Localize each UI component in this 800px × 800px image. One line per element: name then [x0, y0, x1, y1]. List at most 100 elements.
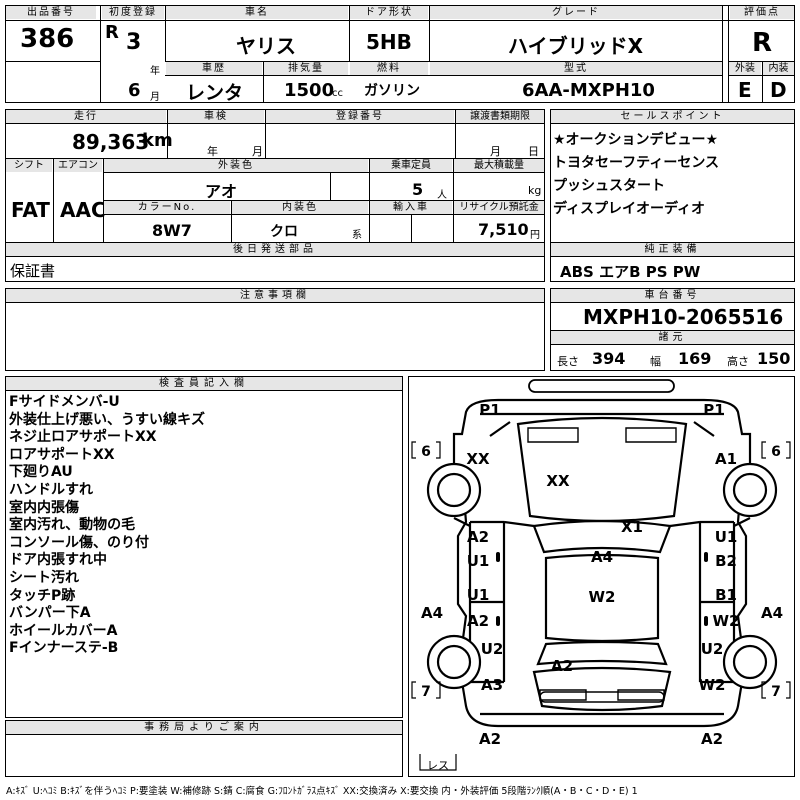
equipment: ABS エアB PS PW: [560, 263, 701, 281]
chassis-header: 車台番号: [551, 289, 794, 302]
mark-u2-right: U2: [701, 640, 724, 658]
shift-header: シフト: [6, 159, 52, 172]
int-color: クロ: [270, 224, 298, 240]
inspector-note: ドア内張すれ中: [9, 552, 107, 569]
mark-b1-right-rear: B1: [715, 586, 737, 604]
spec-header: 諸元: [551, 331, 794, 344]
length-label: 長さ: [557, 355, 579, 368]
capacity-header: 乗車定員: [370, 159, 452, 172]
inspector-notes: Fサイドメンバ-U 外装仕上げ悪い、うすい線キズ ネジ止ロアサポートXX ロアサ…: [9, 394, 205, 658]
sales-point-4: ディスプレイオーディオ: [553, 201, 706, 217]
inspector-block: [5, 376, 403, 718]
chassis-block: [550, 288, 795, 371]
inspector-note: Fサイドメンバ-U: [9, 394, 120, 410]
mark-w2-roof: W2: [589, 588, 616, 606]
history-header: 車歴: [166, 62, 262, 75]
mark-u1-left-rear: U1: [467, 586, 490, 604]
grade-header: グレード: [430, 6, 722, 19]
inspector-note: 室内内張傷: [9, 499, 79, 516]
reg-month: 6: [128, 80, 141, 101]
car-name-header: 車名: [166, 6, 348, 19]
mark-w2-rear-quarter: W2: [699, 676, 726, 694]
inspector-header: 検査員記入欄: [6, 377, 402, 390]
transfer-day-unit: 日: [528, 145, 539, 158]
score: R: [752, 28, 773, 58]
mileage: 89,363: [72, 130, 150, 154]
legend: A:ｷｽﾞ U:ﾍｺﾐ B:ｷｽﾞを伴うﾍｺﾐ P:要塗装 W:補修跡 S:錆 …: [6, 786, 638, 797]
reg-year: 3: [126, 30, 142, 55]
mileage-unit: km: [142, 130, 173, 151]
inspector-note: 下廻りAU: [9, 464, 73, 481]
mark-a4-left: A4: [421, 604, 443, 622]
inspection-month-unit: 月: [252, 145, 263, 158]
inspector-note: ホイールカバーA: [9, 622, 118, 639]
spare-tire: レス: [427, 759, 449, 772]
length: 394: [592, 349, 626, 368]
sales-point-2: トヨタセーフティーセンス: [553, 155, 720, 171]
load-unit: kg: [528, 184, 542, 197]
model: 6AA-MXPH10: [522, 80, 655, 101]
door-header: ドア形状: [350, 6, 428, 19]
mark-xx-front-left: XX: [466, 450, 490, 468]
int-color-header: 内装色: [232, 201, 368, 214]
door-type: 5HB: [366, 30, 412, 54]
capacity-unit: 人: [437, 190, 447, 201]
diagram-block: [408, 376, 795, 777]
lot-no-header: 出品番号: [6, 6, 96, 19]
caution-header: 注意事項欄: [6, 289, 544, 302]
tire-front-left: 6: [421, 444, 431, 460]
fuel: ガソリン: [364, 83, 420, 99]
mark-a2-bumper-left: A2: [479, 730, 501, 748]
capacity: 5: [412, 180, 424, 199]
sales-block: [550, 109, 795, 282]
mark-u1-left-front: U1: [467, 552, 490, 570]
ac: AAC: [60, 198, 106, 222]
mark-u1-right-front: U1: [715, 528, 738, 546]
body-color: アオ: [205, 182, 238, 201]
grade: ハイブリッドX: [508, 34, 644, 58]
mark-xx-hood: XX: [546, 472, 570, 490]
height-label: 高さ: [727, 355, 749, 368]
int-header: 内装: [763, 62, 794, 75]
top-block: [5, 5, 795, 103]
later-parts: 保証書: [10, 262, 56, 280]
office-header: 事務局よりご案内: [6, 721, 402, 734]
recycle-header: リサイクル預託金: [454, 201, 544, 214]
width-label: 幅: [650, 355, 661, 368]
inspector-note: タッチP跡: [9, 587, 76, 604]
color-no-header: カラーNo.: [104, 201, 230, 214]
mark-p1-right: P1: [703, 401, 724, 419]
inspector-note: バンパー下A: [9, 605, 91, 622]
color-no: 8W7: [152, 221, 192, 240]
inspector-note: Fインナーステ-B: [9, 640, 119, 657]
ext-grade: E: [738, 78, 752, 102]
height: 150: [757, 349, 791, 368]
inspector-note: 外装仕上げ悪い、うすい線キズ: [9, 411, 205, 428]
inspector-note: シート汚れ: [9, 569, 79, 586]
displacement-unit: cc: [332, 88, 343, 99]
car-name: ヤリス: [236, 34, 296, 58]
later-parts-header: 後日発送部品: [6, 243, 544, 256]
sales-point-1: ★オークションデビュー★: [553, 132, 719, 148]
recycle-unit: 円: [530, 230, 540, 241]
inspection-year-unit: 年: [207, 145, 218, 158]
caution-block: [5, 288, 545, 371]
inspector-note: ロアサポートXX: [9, 446, 115, 463]
int-grade: D: [770, 78, 787, 102]
reg-month-unit: 月: [150, 92, 160, 103]
mark-p1-left: P1: [479, 401, 500, 419]
reg-year-unit: 年: [150, 66, 160, 77]
lot-number: 386: [20, 24, 75, 54]
tire-front-right: 6: [771, 444, 781, 460]
chassis-number: MXPH10-2065516: [583, 305, 784, 329]
mark-b2-right-front: B2: [715, 552, 737, 570]
mark-x1: X1: [621, 518, 643, 536]
mark-a4-roof: A4: [591, 548, 613, 566]
shift: FAT: [11, 198, 50, 222]
sales-point-3: プッシュスタート: [553, 178, 665, 194]
mark-u2-left: U2: [481, 640, 504, 658]
fuel-header: 燃料: [350, 62, 428, 75]
first-reg-header: 初度登録: [102, 6, 164, 19]
ext-header: 外装: [729, 62, 761, 75]
history: レンタ: [186, 82, 244, 104]
